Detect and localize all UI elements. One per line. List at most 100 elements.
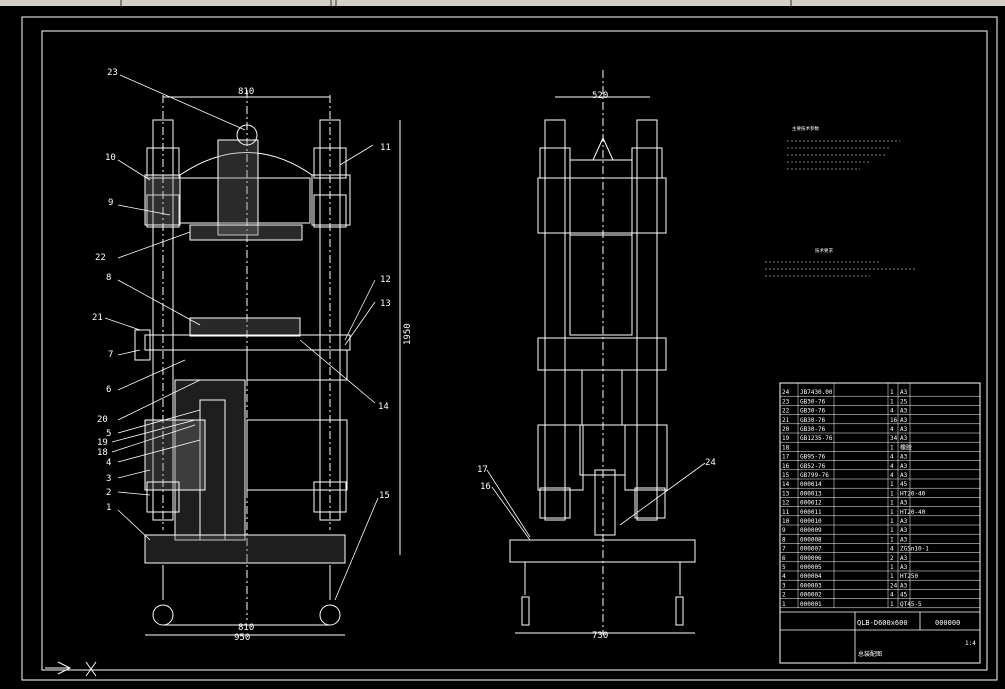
parts-table-cell: 000003 <box>800 582 822 589</box>
parts-table-cell: A3 <box>900 518 908 525</box>
drawing-name: 总装配图 <box>858 650 882 658</box>
callout-8: 8 <box>106 273 111 283</box>
drawing-code: 000000 <box>935 619 960 627</box>
parts-table-cell: 13 <box>782 490 790 497</box>
parts-table-cell: A3 <box>900 564 908 571</box>
callout-20: 20 <box>97 415 108 425</box>
callout-12: 12 <box>380 275 391 285</box>
parts-table-cell: 000008 <box>800 536 822 543</box>
parts-table-cell: 1 <box>890 601 894 608</box>
parts-table-cell: A3 <box>900 408 908 415</box>
parts-table-cell: ZGSn10-1 <box>900 546 929 553</box>
parts-table-cell: 23 <box>782 398 790 405</box>
callout-21: 21 <box>92 313 103 323</box>
parts-table-cell: 4 <box>890 546 894 553</box>
parts-table-cell: 11 <box>782 509 790 516</box>
dim-front-top: 810 <box>238 87 254 97</box>
parts-table-cell: GB1235-76 <box>800 435 833 442</box>
dim-front-bottom-inner: 810 <box>238 623 254 633</box>
parts-table-cell: 000013 <box>800 490 822 497</box>
parts-table-cell: 4 <box>890 408 894 415</box>
parts-table-cell: A3 <box>900 426 908 433</box>
parts-table-cell: 000011 <box>800 509 822 516</box>
parts-table-cell: 6 <box>782 555 786 562</box>
callout-17: 17 <box>477 465 488 475</box>
parts-table-cell: 000002 <box>800 592 822 599</box>
parts-table-cell: 1 <box>890 573 894 580</box>
parts-table-cell: 000009 <box>800 527 822 534</box>
callout-13: 13 <box>380 299 391 309</box>
front-view <box>134 90 401 636</box>
callout-7: 7 <box>108 350 113 360</box>
parts-table-cell: 3 <box>782 582 786 589</box>
parts-table-cell: 000006 <box>800 555 822 562</box>
callout-10: 10 <box>105 153 116 163</box>
parts-table-cell: 16 <box>890 417 898 424</box>
parts-table-cell: 000005 <box>800 564 822 571</box>
parts-table-cell: HT20-40 <box>900 490 926 497</box>
parts-table-cell: 1 <box>890 527 894 534</box>
parts-table-cell: GB799-76 <box>800 472 829 479</box>
parts-table-cell: 1 <box>890 481 894 488</box>
parts-table-cell: 1 <box>890 389 894 396</box>
side-view-callouts: 17 16 24 <box>477 458 716 541</box>
parts-table-cell: 24 <box>782 389 790 396</box>
parts-table-cell: JB7430.00 <box>800 389 833 396</box>
callout-1: 1 <box>106 503 111 513</box>
parts-table-cell: 000007 <box>800 546 822 553</box>
parts-table-cell: GB30-76 <box>800 417 826 424</box>
parts-table-cell: A3 <box>900 389 908 396</box>
parts-table-cell: GB52-76 <box>800 463 826 470</box>
parts-table-cell: GB95-76 <box>800 454 826 461</box>
parts-table-cell: 000010 <box>800 518 822 525</box>
sheet-border <box>21 16 998 681</box>
side-view <box>509 70 696 635</box>
parts-table-cell: 1 <box>890 564 894 571</box>
dim-side-bottom: 730 <box>592 631 608 641</box>
parts-table-cell: 4 <box>890 472 894 479</box>
callout-19: 19 <box>97 438 108 448</box>
parts-table-cell: 2 <box>782 592 786 599</box>
parts-table-cell: 橡胶 <box>900 443 912 451</box>
front-view-callouts: 23 10 9 22 8 21 7 6 20 5 19 18 4 3 2 1 1… <box>92 68 391 601</box>
parts-table-cell: 4 <box>890 592 894 599</box>
parts-table-cell: QT45-5 <box>900 601 922 608</box>
parts-table-cell: 1 <box>890 444 894 451</box>
parts-table-cell: A3 <box>900 454 908 461</box>
parts-table-cell: 1 <box>890 536 894 543</box>
parts-table-cell: 2 <box>890 555 894 562</box>
parts-table-cell: GB30-76 <box>800 398 826 405</box>
parts-table-cell: A3 <box>900 500 908 507</box>
parts-table-cell: A3 <box>900 582 908 589</box>
parts-table-cell: 19 <box>782 435 790 442</box>
parts-table-cell: GB30-76 <box>800 408 826 415</box>
callout-16: 16 <box>480 482 491 492</box>
front-view-dimensions: 810 810 950 1950 <box>234 87 413 643</box>
parts-table-cell: 18 <box>782 444 790 451</box>
parts-table-cell: HT20-40 <box>900 509 926 516</box>
parts-table-cell: 000001 <box>800 601 822 608</box>
parts-table-cell: 22 <box>782 408 790 415</box>
parts-table-cell: 1 <box>890 490 894 497</box>
callout-9: 9 <box>108 198 113 208</box>
callout-18: 18 <box>97 448 108 458</box>
callout-15: 15 <box>379 491 390 501</box>
cad-toolbar-strip[interactable] <box>0 0 1005 6</box>
callout-4: 4 <box>106 458 111 468</box>
parts-table-cell: 1 <box>890 500 894 507</box>
parts-table-cell: 10 <box>782 518 790 525</box>
parts-table-cell: 4 <box>890 454 894 461</box>
parts-table-cell: 000014 <box>800 481 822 488</box>
parts-table-cell: 25 <box>900 398 908 405</box>
parts-table-cell: 45 <box>900 481 908 488</box>
dim-front-height: 1950 <box>403 323 413 345</box>
parts-table-cell: 000004 <box>800 573 822 580</box>
parts-table-cell: A3 <box>900 463 908 470</box>
parts-table-cell: 4 <box>890 463 894 470</box>
tech-notes-title: 技术要求 <box>815 247 833 254</box>
parts-table-cell: 14 <box>782 481 790 488</box>
parts-table-cell: 9 <box>782 527 786 534</box>
parts-table-cell: 1 <box>890 518 894 525</box>
